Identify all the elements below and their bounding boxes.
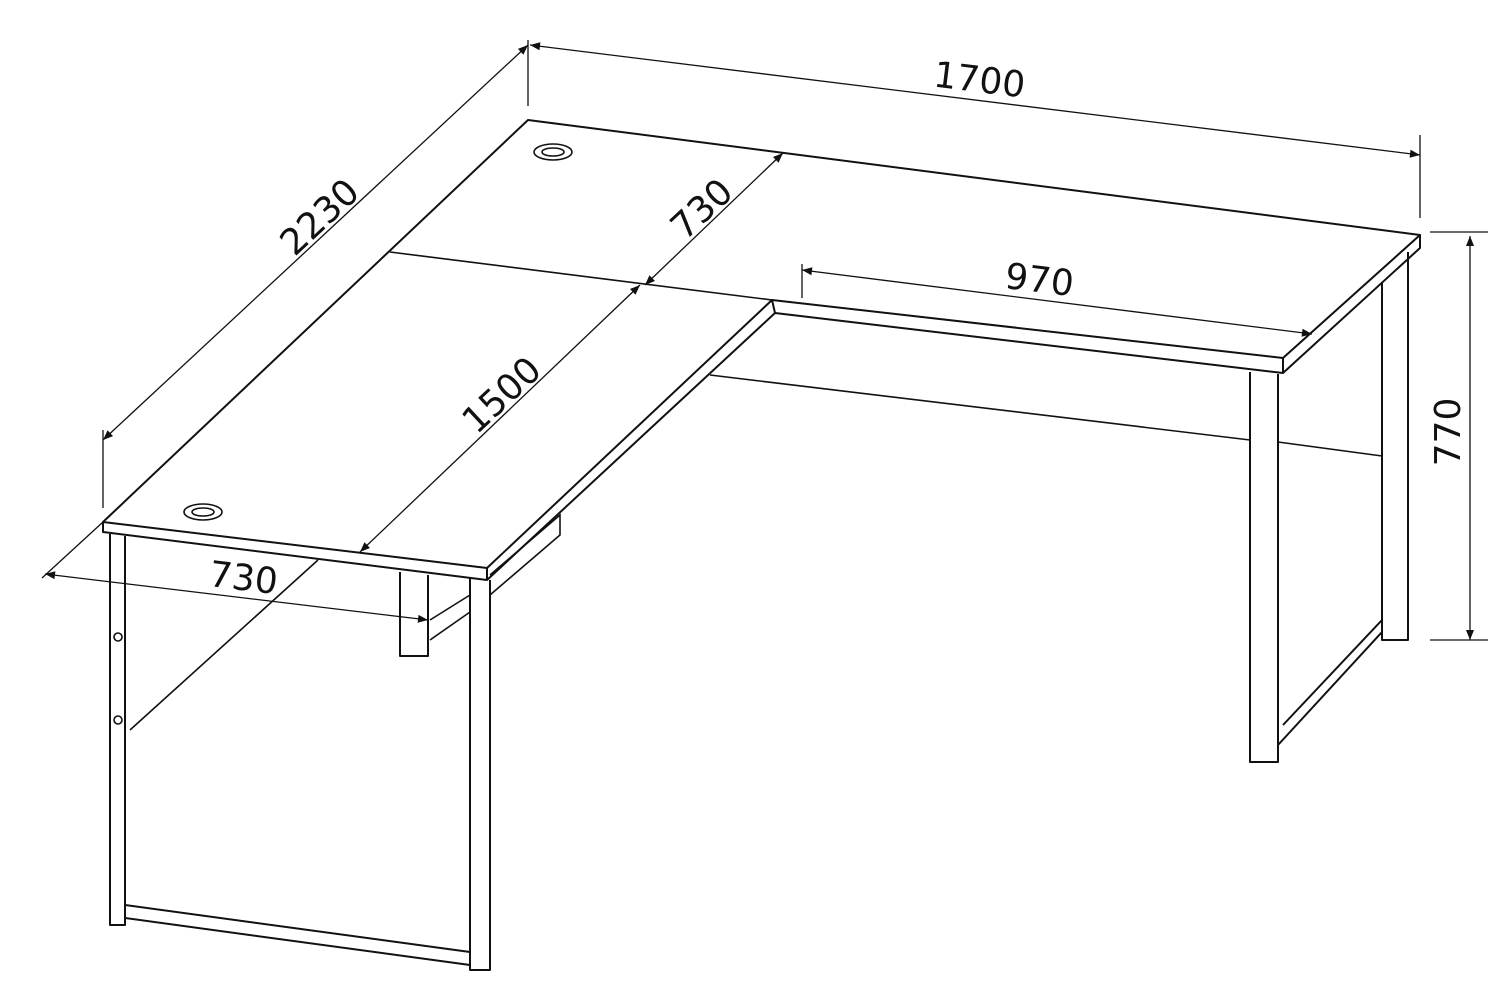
dim-line-total-width [529,42,1421,158]
dim-line-left-wing-depth [44,571,429,623]
desk-top-surface [102,119,1421,569]
right-support-beam [709,374,1383,457]
cable-grommet-front [183,503,223,521]
left-support-beam [129,513,561,731]
dimension-lines [41,40,1488,641]
label-left-wing-depth: 730 [207,554,280,603]
screw-icon [113,632,123,642]
right-leg-front-post [1249,372,1279,763]
dim-line-right-wing-length [801,267,1313,337]
screw-icon [113,715,123,725]
desk-top-edge-right-wing [771,235,1421,374]
label-height: 770 [1428,398,1469,467]
desk-top-joint-line [389,251,773,301]
extension-lines [41,40,1488,641]
cable-grommet-inner-back [541,147,565,157]
rear-leg-block [399,572,429,657]
left-leg-bottom-bar [124,904,471,966]
left-leg-right-post [469,578,491,971]
cable-grommet-inner-front [191,507,215,517]
label-right-wing-length: 970 [1003,256,1076,305]
left-leg-front-post [109,534,126,926]
desk-top-edge-left-wing [102,312,776,581]
right-leg-bottom-bar [1277,619,1383,746]
dim-line-total-length [102,44,529,441]
label-total-length: 2230 [273,171,368,263]
label-total-width: 1700 [931,55,1027,107]
dim-line-left-wing-length [359,284,641,553]
label-right-wing-depth: 730 [663,171,741,248]
desk-top [102,119,1421,581]
right-leg-frame [709,252,1409,763]
dimension-labels: 1700 2230 730 970 1500 730 770 [207,55,1469,603]
label-left-wing-length: 1500 [455,349,550,441]
right-leg-back-post [1381,252,1409,641]
cable-grommet-back [533,143,573,161]
left-leg-frame [109,513,561,971]
dim-line-right-wing-depth [644,152,784,286]
